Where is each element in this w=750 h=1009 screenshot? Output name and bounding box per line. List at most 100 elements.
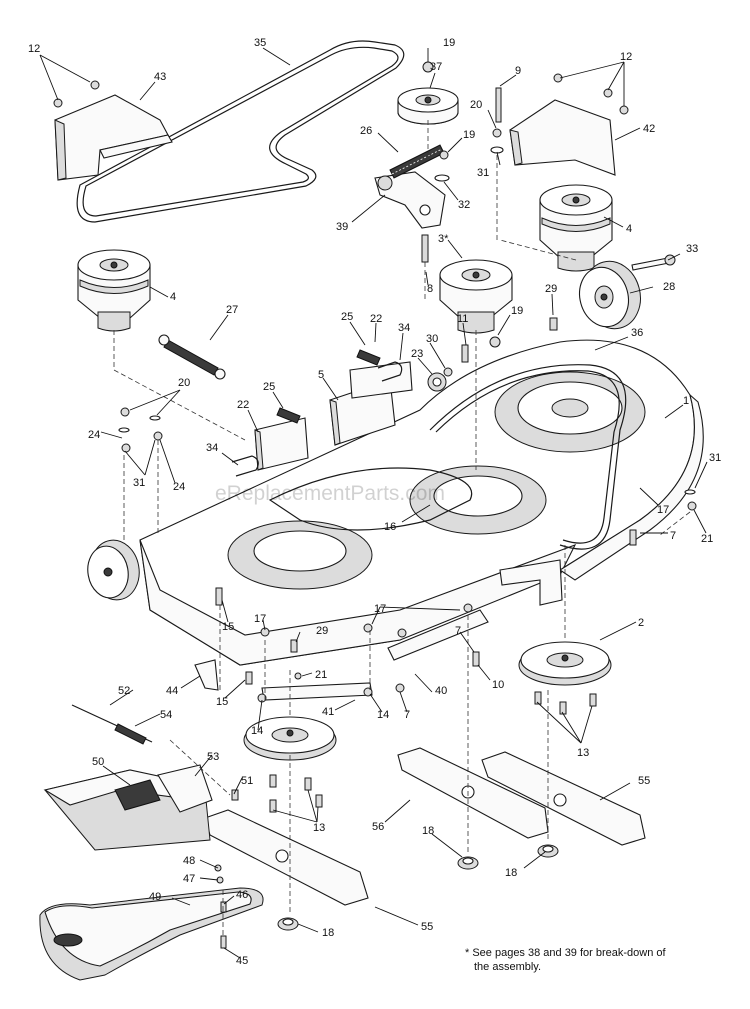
idler-arm-bracket [374,171,446,229]
callout-18: 18 [422,825,434,837]
callout-13: 13 [577,747,589,759]
callout-19: 19 [443,37,455,49]
callout-25: 25 [263,381,275,393]
footnote: * See pages 38 and 39 for break-down of … [465,946,735,974]
hanger-link-34b [231,455,259,477]
callout-37: 37 [430,61,442,73]
callout-30: 30 [426,333,438,345]
callout-25: 25 [341,311,353,323]
callout-9: 9 [515,65,521,77]
callout-22: 22 [237,399,249,411]
assembly-lines [113,120,691,935]
callout-21: 21 [315,669,327,681]
callout-13: 13 [313,822,325,834]
callout-40: 40 [435,685,447,697]
hanger-bracket-5 [329,361,413,446]
deck-housing [139,339,704,666]
callout-18: 18 [505,867,517,879]
spindle-assembly-left [77,249,151,332]
belt-cover-left [54,94,173,181]
callout-45: 45 [236,955,248,967]
callout-10: 10 [492,679,504,691]
callout-31: 31 [477,167,489,179]
hanger-bracket-lower [254,417,309,471]
callout-26: 26 [360,125,372,137]
bracket-44 [194,659,219,691]
extension-spring [158,334,226,380]
callout-16: 16 [384,521,396,533]
hardware-fasteners [53,61,697,949]
callout-17: 17 [374,603,386,615]
callout-22: 22 [370,313,382,325]
blade-56 [397,747,549,839]
callout-14: 14 [377,709,389,721]
gauge-wheel-left [87,539,140,601]
callout-17: 17 [254,613,266,625]
leader-lines [39,47,708,959]
callout-55: 55 [638,775,650,787]
callout-42: 42 [643,123,655,135]
callout-44: 44 [166,685,178,697]
callout-12: 12 [620,51,632,63]
callout-8: 8 [427,283,433,295]
spring-25b [276,407,301,424]
callout-39: 39 [336,221,348,233]
blade-adapter-right [518,641,612,686]
callout-23: 23 [411,348,423,360]
callout-7: 7 [455,625,461,637]
callout-43: 43 [154,71,166,83]
shoulder-bolt [631,254,676,271]
callout-14: 14 [251,725,263,737]
callout-27: 27 [226,304,238,316]
watermark: eReplacementParts.com [215,482,445,505]
callout-18: 18 [322,927,334,939]
callout-55: 55 [421,921,433,933]
callout-3: 3* [438,233,449,245]
callout-labels: 12 43 35 19 37 9 12 42 20 26 19 31 32 39… [28,37,721,967]
callout-41: 41 [322,706,334,718]
callout-19: 19 [463,129,475,141]
footnote-line-1: * See pages 38 and 39 for break-down of [465,947,666,959]
callout-4: 4 [626,223,632,235]
callout-34: 34 [206,442,218,454]
callout-36: 36 [631,327,643,339]
callout-5: 5 [318,369,324,381]
spindle-assembly-right [539,184,613,272]
spindle-assembly-center [439,259,513,334]
callout-12: 12 [28,43,40,55]
callout-15: 15 [222,621,234,633]
baffle-40 [387,609,489,661]
drive-belt [76,40,405,223]
callout-1: 1 [683,395,689,407]
idler-pulley-top [397,87,459,125]
callout-29: 29 [316,625,328,637]
callout-31: 31 [133,477,145,489]
callout-54: 54 [160,709,172,721]
callout-46: 46 [236,889,248,901]
gauge-wheel-right [579,260,641,330]
callout-47: 47 [183,873,195,885]
callout-51: 51 [241,775,253,787]
callout-17: 17 [657,504,669,516]
callout-24: 24 [88,429,100,441]
callout-21: 21 [701,533,713,545]
callout-2: 2 [638,617,644,629]
callout-20: 20 [470,99,482,111]
callout-24: 24 [173,481,185,493]
spring-25a [356,349,381,366]
blade-adapter-left [243,716,337,761]
footnote-line-2: the assembly. [474,961,542,973]
callout-19: 19 [511,305,523,317]
callout-31: 31 [709,452,721,464]
callout-32: 32 [458,199,470,211]
callout-4: 4 [170,291,176,303]
callout-49: 49 [149,891,161,903]
callout-35: 35 [254,37,266,49]
callout-50: 50 [92,756,104,768]
callout-15: 15 [216,696,228,708]
callout-33: 33 [686,243,698,255]
callout-53: 53 [207,751,219,763]
baffle-41 [261,682,373,701]
stabilizer-bracket [499,559,563,606]
